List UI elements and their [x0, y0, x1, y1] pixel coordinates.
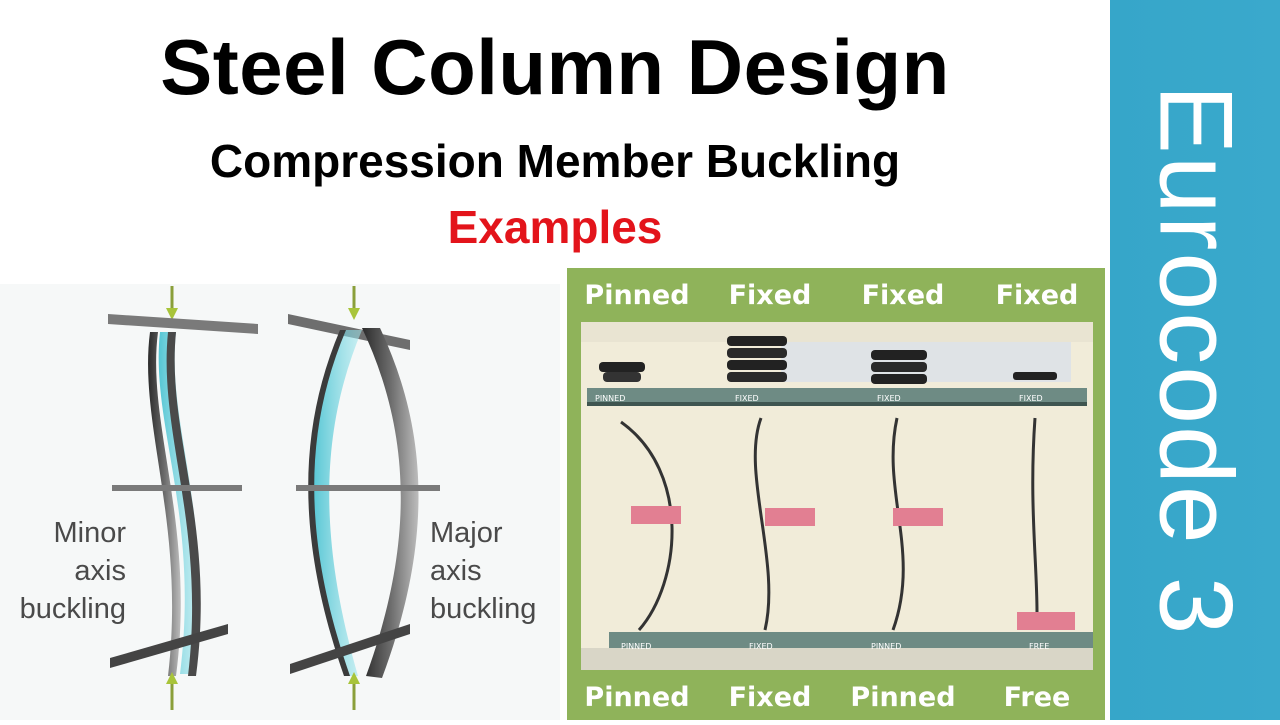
page-subtitle: Compression Member Buckling [209, 135, 901, 187]
major-label-line-1: Major [430, 517, 503, 549]
examples-tag: Examples [447, 201, 663, 253]
photo-top-tag-1: PINNED [595, 394, 626, 403]
minor-label-line-1: Minor [53, 517, 126, 549]
top-label-3: Fixed [861, 280, 945, 311]
sidebar-eurocode-text: Eurocode 3 [1137, 84, 1254, 636]
bottom-label-3: Pinned [850, 682, 956, 713]
minor-axis-column [108, 286, 258, 710]
column-test-photo: PINNED FIXED FIXED FIXED PINNED FIXED PI… [581, 322, 1093, 670]
sidebar-text-wrap: Eurocode 3 [1110, 0, 1280, 720]
top-label-1: Pinned [584, 280, 690, 311]
minor-label-line-2: axis [74, 555, 126, 587]
buckling-illustration: Minor axis buckling Major axis buckling [0, 284, 560, 720]
top-label-4: Fixed [995, 280, 1079, 311]
photo-bottom-tag-2: FIXED [749, 642, 773, 651]
eurocode-sidebar [1110, 0, 1280, 720]
photo-top-tag-2: FIXED [735, 394, 759, 403]
photo-top-tag-3: FIXED [877, 394, 901, 403]
bottom-label-4: Free [1003, 682, 1071, 713]
photo-bottom-tag-3: PINNED [871, 642, 902, 651]
minor-label-line-3: buckling [19, 593, 126, 625]
photo-top-tag-4: FIXED [1019, 394, 1043, 403]
photo-bottom-tag-4: FREE [1029, 642, 1050, 651]
photo-scene [581, 322, 1093, 670]
major-label-line-3: buckling [430, 593, 537, 625]
page-title: Steel Column Design [160, 23, 950, 111]
bottom-label-1: Pinned [584, 682, 690, 713]
photo-bottom-tag-1: PINNED [621, 642, 652, 651]
major-axis-label: Major axis buckling [430, 514, 550, 628]
buckling-diagram [108, 286, 440, 710]
major-label-line-2: axis [430, 555, 482, 587]
major-axis-column [288, 286, 440, 710]
top-label-2: Fixed [728, 280, 812, 311]
bottom-label-2: Fixed [728, 682, 812, 713]
minor-axis-label: Minor axis buckling [14, 514, 126, 628]
